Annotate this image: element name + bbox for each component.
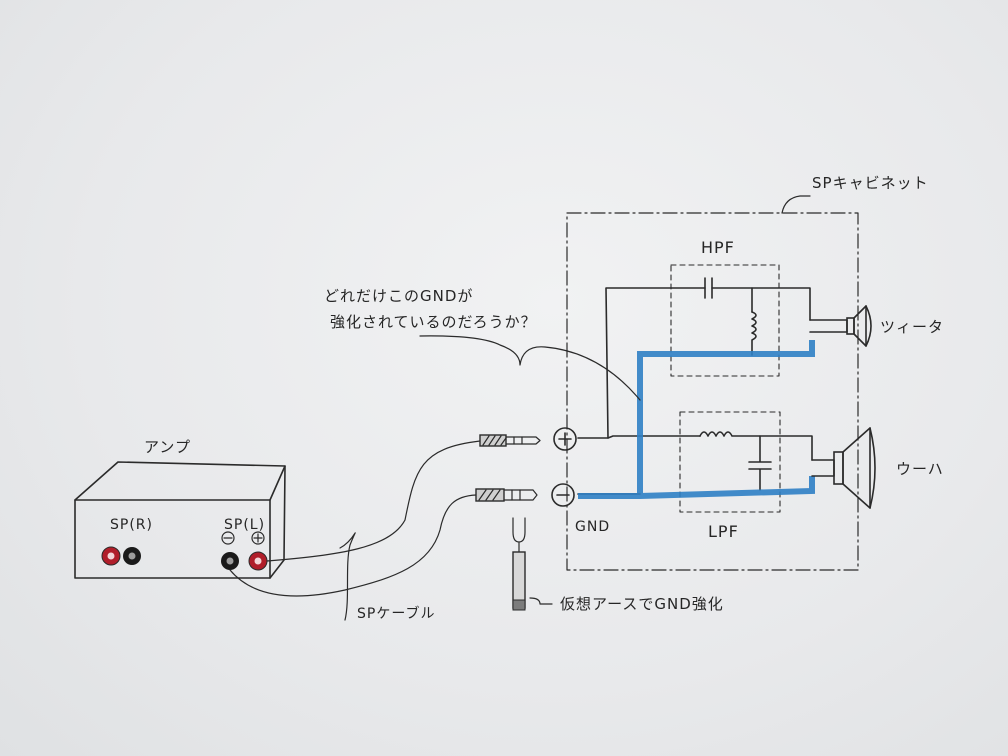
gnd-label: GND: [575, 519, 611, 535]
sp-r-label: SP(R): [110, 517, 153, 533]
lpf-box: [679, 411, 781, 513]
sp-l-terminals: [221, 531, 268, 571]
sp-cabinet-outline: [566, 212, 859, 571]
hpf-box: [670, 264, 780, 377]
sp-r-terminals: [101, 546, 141, 566]
woofer-symbol: [811, 427, 876, 509]
virtual-earth-label: 仮想アースでGND強化: [560, 595, 724, 613]
circuit-wiring: [577, 277, 813, 495]
amp-label: アンプ: [144, 438, 191, 456]
banana-plug-minus: [475, 488, 538, 502]
gnd-highlight: [578, 340, 815, 499]
banana-plug-plus: [479, 434, 541, 447]
woofer-label: ウーハ: [896, 460, 944, 478]
sp-l-label: SP(L): [224, 517, 266, 533]
question-line-2: 強化されているのだろうか？: [330, 313, 537, 331]
cabinet-label: SPキャビネット: [812, 174, 929, 192]
sp-cable-label: SPケーブル: [357, 606, 436, 622]
speaker-cables: [229, 440, 481, 621]
virtual-earth-plug: [512, 517, 553, 611]
cabinet-terminals: [551, 427, 577, 507]
question-line-1: どれだけこのGNDが: [324, 287, 474, 305]
question-leader: [419, 335, 641, 401]
tweeter-label: ツィータ: [880, 318, 945, 336]
hpf-label: HPF: [701, 238, 735, 257]
cabinet-label-leader: [781, 195, 811, 214]
lpf-label: LPF: [708, 522, 739, 541]
tweeter-symbol: [809, 305, 872, 347]
